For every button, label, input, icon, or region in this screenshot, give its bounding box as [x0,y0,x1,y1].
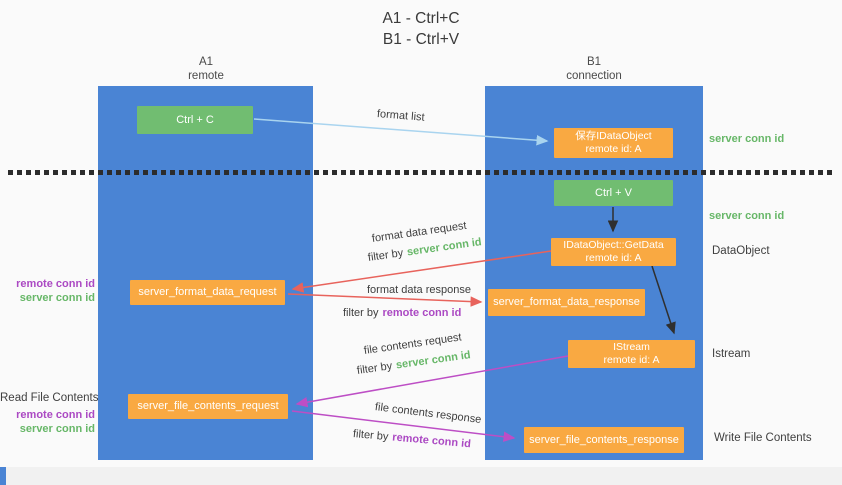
server-format-data-response-node: server_format_data_response [488,289,645,316]
istream-line1: IStream [613,341,650,353]
istream-annotation: Istream [712,348,751,360]
bottom-left-accent [0,467,6,485]
column-a-name: A1 [198,56,214,68]
arrow-format-data-request [291,250,552,293]
server-file-contents-response-node: server_file_contents_response [524,427,684,453]
ctrl-v-label: Ctrl + V [595,186,632,199]
server-file-contents-request-node: server_file_contents_request [128,394,288,419]
column-a-role: remote [188,70,224,82]
server-conn-id-annotation-2: server conn id [709,210,785,222]
dataobject-annotation: DataObject [712,245,770,257]
arrow-format-data-response [287,293,483,307]
server-conn-id-annotation-3: server conn id [19,292,95,304]
title-line-1: A1 - Ctrl+C [382,10,460,27]
ctrl-v-node: Ctrl + V [554,180,673,206]
column-a-header: A1 remote [126,55,286,83]
istream-line2: remote id: A [603,354,660,366]
server-format-data-response-label: server_format_data_response [493,296,640,308]
filter-by-text: filter by [343,307,379,319]
istream-node: IStream remote id: A [568,340,695,368]
getdata-line1: IDataObject::GetData [563,239,664,251]
arrow-getdata-to-istream [651,265,676,335]
ctrl-c-node: Ctrl + C [137,106,253,134]
save-dataobject-line2: remote id: A [585,143,642,155]
bottom-strip [0,467,842,485]
server-format-data-request-label: server_format_data_request [138,286,277,298]
server-conn-id-annotation-1: server conn id [709,133,785,145]
read-file-contents-annotation: Read File Contents [0,392,99,404]
title-line-2: B1 - Ctrl+V [382,31,460,48]
save-dataobject-node: 保存IDataObject remote id: A [554,128,673,158]
column-b-name: B1 [586,56,602,68]
remote-conn-id-annotation-1: remote conn id [16,278,95,290]
phase-divider-dotted-line [8,170,836,175]
column-b-role: connection [566,70,622,82]
save-dataobject-line1: 保存IDataObject [575,130,652,142]
write-file-contents-annotation: Write File Contents [714,432,812,444]
server-file-contents-response-label: server_file_contents_response [529,433,679,446]
server-conn-id-annotation-4: server conn id [19,423,95,435]
arrow-format-list [253,118,549,146]
diagram-title: A1 - Ctrl+C B1 - Ctrl+V [0,8,842,50]
arrow-file-contents-request [295,355,569,408]
getdata-line2: remote id: A [585,252,642,264]
remote-conn-id-annotation-2: remote conn id [16,409,95,421]
column-b-header: B1 connection [514,55,674,83]
server-file-contents-request-label: server_file_contents_request [137,400,279,412]
arrow-file-contents-response [291,410,516,442]
server-format-data-request-node: server_format_data_request [130,280,285,305]
remote-conn-id-text: remote conn id [382,307,462,319]
ctrl-c-label: Ctrl + C [176,113,214,126]
format-data-response-label: format data response [367,284,471,296]
getdata-node: IDataObject::GetData remote id: A [551,238,676,266]
